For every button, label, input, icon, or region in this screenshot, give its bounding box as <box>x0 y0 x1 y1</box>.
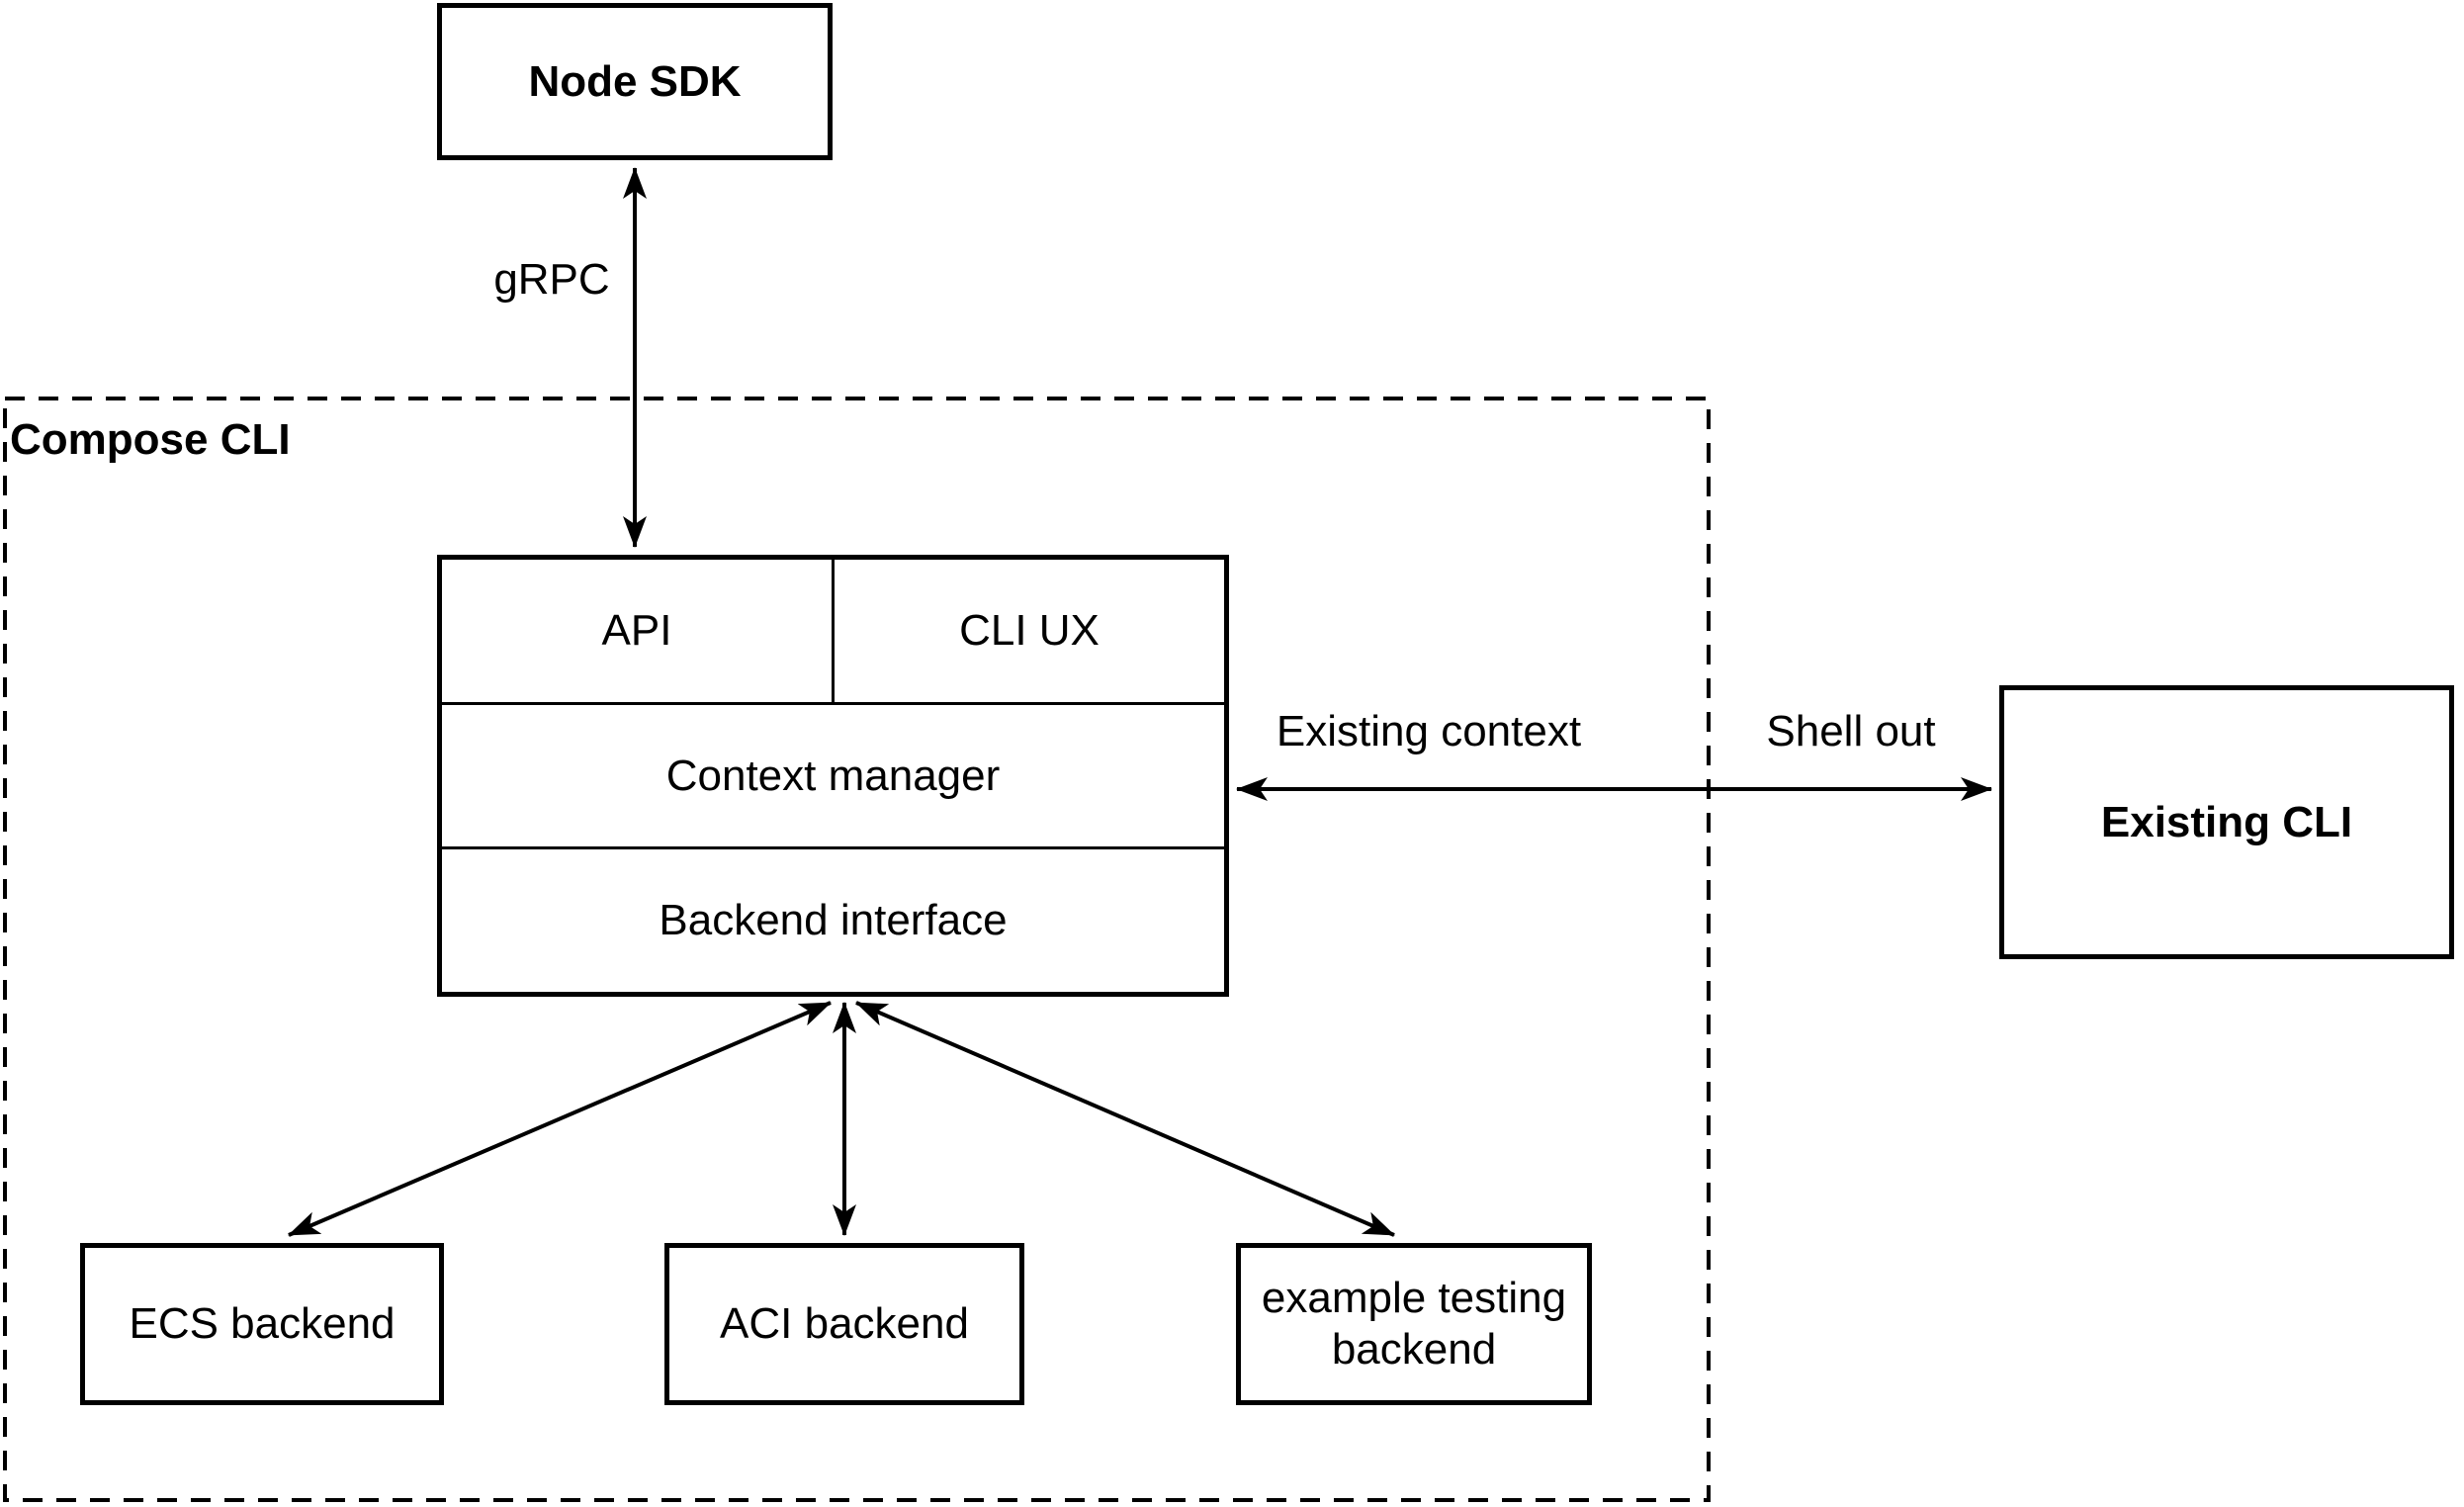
existing-cli-label: Existing CLI <box>2100 797 2353 846</box>
backend-interface-label: Backend interface <box>659 896 1008 945</box>
core-stack-box: API CLI UX Context manager Backend inter… <box>437 555 1229 997</box>
cli-ux-cell: CLI UX <box>835 560 1224 702</box>
grpc-edge-label: gRPC <box>493 255 610 304</box>
example-testing-backend-label: example testing backend <box>1261 1274 1567 1374</box>
cli-ux-label: CLI UX <box>959 605 1100 655</box>
aci-backend-box: ACI backend <box>664 1243 1024 1405</box>
existing-cli-box: Existing CLI <box>1999 685 2454 959</box>
api-label: API <box>601 605 672 655</box>
compose-cli-container-label: Compose CLI <box>10 415 291 464</box>
existing-context-edge-label: Existing context <box>1276 707 1582 755</box>
node-sdk-label: Node SDK <box>528 56 742 106</box>
backend-interface-cell: Backend interface <box>442 846 1224 992</box>
api-cell: API <box>442 560 835 702</box>
shell-out-edge-label: Shell out <box>1766 707 1936 755</box>
context-manager-cell: Context manager <box>442 701 1224 847</box>
ecs-backend-label: ECS backend <box>129 1299 396 1349</box>
core-stack-top-row: API CLI UX <box>442 560 1224 702</box>
node-sdk-box: Node SDK <box>437 3 833 160</box>
ecs-backend-box: ECS backend <box>80 1243 444 1405</box>
context-manager-label: Context manager <box>665 751 1001 800</box>
example-testing-backend-box: example testing backend <box>1236 1243 1592 1405</box>
ecs-backend-arrow <box>288 1001 832 1237</box>
aci-backend-label: ACI backend <box>720 1299 969 1349</box>
example-backend-arrow <box>855 1001 1395 1237</box>
